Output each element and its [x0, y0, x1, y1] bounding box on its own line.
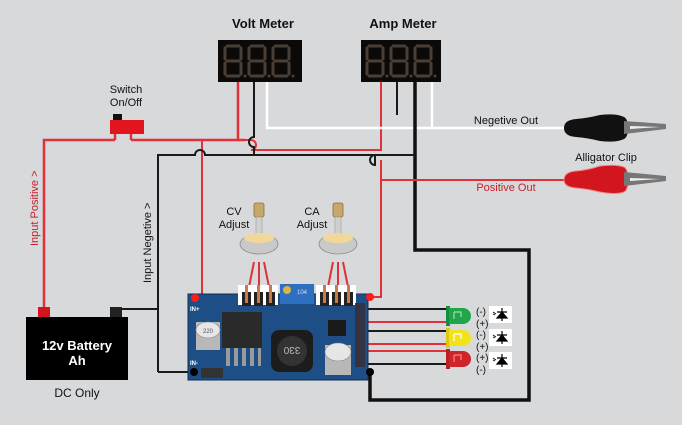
power-switch[interactable]: Switch On/Off	[110, 84, 144, 140]
smd-diode	[201, 368, 223, 378]
pad-in-positive	[191, 294, 199, 302]
black-clip-jaw-gap	[630, 126, 660, 129]
switch-label-line1: Switch	[110, 84, 142, 96]
battery-body	[26, 317, 128, 380]
led-pin-labels: (-) (+) (-) (+) (+) (-)	[476, 307, 489, 376]
seven-segment-digit	[271, 44, 295, 78]
positive-out-label: Positive Out	[476, 182, 535, 194]
amp-meter: Amp Meter	[361, 16, 441, 82]
inductor-code: 330	[283, 344, 300, 355]
inductor-core	[277, 336, 307, 366]
ca-label-line2: Adjust	[297, 219, 328, 231]
alligator-clip-label: Alligator Clip	[575, 152, 637, 164]
seven-segment-digit	[389, 44, 413, 78]
led-symbol-icon	[489, 329, 512, 346]
wire-volt-red-to-amp	[245, 80, 382, 151]
decimal-point	[409, 74, 413, 78]
pad-in-negative-label: IN-	[190, 361, 198, 367]
led-green-bottom-pin: (+)	[476, 319, 489, 330]
cv-header-pins	[242, 285, 275, 306]
battery-label-line2: Ah	[68, 353, 85, 368]
switch-leads	[113, 134, 133, 140]
wire-volt-white	[265, 80, 568, 130]
decimal-point	[267, 74, 271, 78]
alligator-clip-red	[563, 164, 666, 194]
cv-label-line2: Adjust	[219, 219, 250, 231]
switch-label-line2: On/Off	[110, 97, 143, 109]
input-capacitor-code: 220	[203, 329, 214, 335]
trimmer-screw[interactable]	[283, 286, 291, 294]
input-negative-label: Input Negetive >	[142, 203, 154, 283]
seven-segment-digit	[223, 44, 247, 78]
led-yellow-bottom-pin: (+)	[476, 342, 489, 353]
negative-out-label: Negetive Out	[474, 115, 538, 127]
led-red	[446, 349, 471, 369]
cv-knob-shaft	[255, 216, 263, 236]
led-symbol-icon	[489, 306, 512, 323]
switch-body	[110, 120, 144, 134]
led-green	[446, 306, 471, 326]
decimal-point	[433, 74, 437, 78]
input-positive-label: Input Positive >	[29, 170, 41, 246]
decimal-point	[243, 74, 247, 78]
ca-knob-shaft-top[interactable]	[332, 202, 344, 218]
cv-potentiometer[interactable]: CV Adjust	[219, 202, 279, 255]
cv-pot-top	[244, 233, 274, 243]
led-green-top-pin: (-)	[476, 307, 486, 318]
led-pad-strip	[355, 303, 365, 367]
decimal-point	[291, 74, 295, 78]
wire-input-negative	[157, 149, 415, 372]
volt-meter-digits	[223, 44, 295, 78]
led-symbol-icon	[489, 352, 512, 369]
cv-label-line1: CV	[226, 206, 242, 218]
battery-label-line1: 12v Battery	[42, 338, 113, 353]
red-clip-jaw-gap	[630, 178, 660, 181]
wire-input-positive	[42, 138, 115, 308]
led-red-bottom-pin: (-)	[476, 365, 486, 376]
ca-label-line1: CA	[304, 206, 320, 218]
led-red-top-pin: (+)	[476, 353, 489, 364]
ca-header-pins	[320, 285, 353, 306]
battery-positive-terminal	[38, 307, 50, 317]
amp-meter-label: Amp Meter	[369, 16, 436, 31]
buck-converter-board: 104 IN+ IN- 220 330	[187, 284, 374, 381]
black-clip-boot	[564, 114, 628, 142]
regulator-ic-legs	[226, 348, 261, 366]
decimal-point	[385, 74, 389, 78]
volt-meter-label: Volt Meter	[232, 16, 294, 31]
led-red-body	[449, 351, 471, 367]
output-capacitor	[324, 342, 352, 362]
switch-toggle[interactable]	[113, 114, 122, 120]
amp-meter-digits	[365, 44, 437, 78]
battery-caption: DC Only	[54, 386, 99, 400]
pad-out-positive	[366, 293, 374, 301]
seven-segment-digit	[365, 44, 389, 78]
control-ic	[328, 320, 346, 336]
trimmer-code: 104	[297, 290, 308, 296]
volt-meter: Volt Meter	[218, 16, 302, 82]
led-yellow-body	[449, 330, 471, 346]
ca-knob-shaft	[334, 216, 342, 236]
ca-pot-top	[323, 233, 353, 243]
regulator-ic	[222, 312, 262, 348]
seven-segment-digit	[413, 44, 437, 78]
led-green-body	[449, 308, 471, 324]
pad-in-positive-label: IN+	[190, 307, 200, 313]
cv-knob-shaft-top[interactable]	[253, 202, 265, 218]
alligator-clip-black	[564, 114, 666, 142]
led-yellow	[446, 328, 471, 348]
led-yellow-top-pin: (-)	[476, 330, 486, 341]
pad-out-negative	[366, 368, 374, 376]
pad-in-negative	[190, 368, 198, 376]
seven-segment-digit	[247, 44, 271, 78]
ca-potentiometer[interactable]: CA Adjust	[297, 202, 358, 255]
battery: 12v Battery Ah DC Only	[26, 307, 128, 400]
input-capacitor	[195, 321, 221, 339]
battery-negative-terminal	[110, 307, 122, 317]
wire-amp-thick-black	[368, 80, 531, 402]
led-symbols	[489, 306, 512, 369]
wire-volt-black	[248, 80, 255, 155]
